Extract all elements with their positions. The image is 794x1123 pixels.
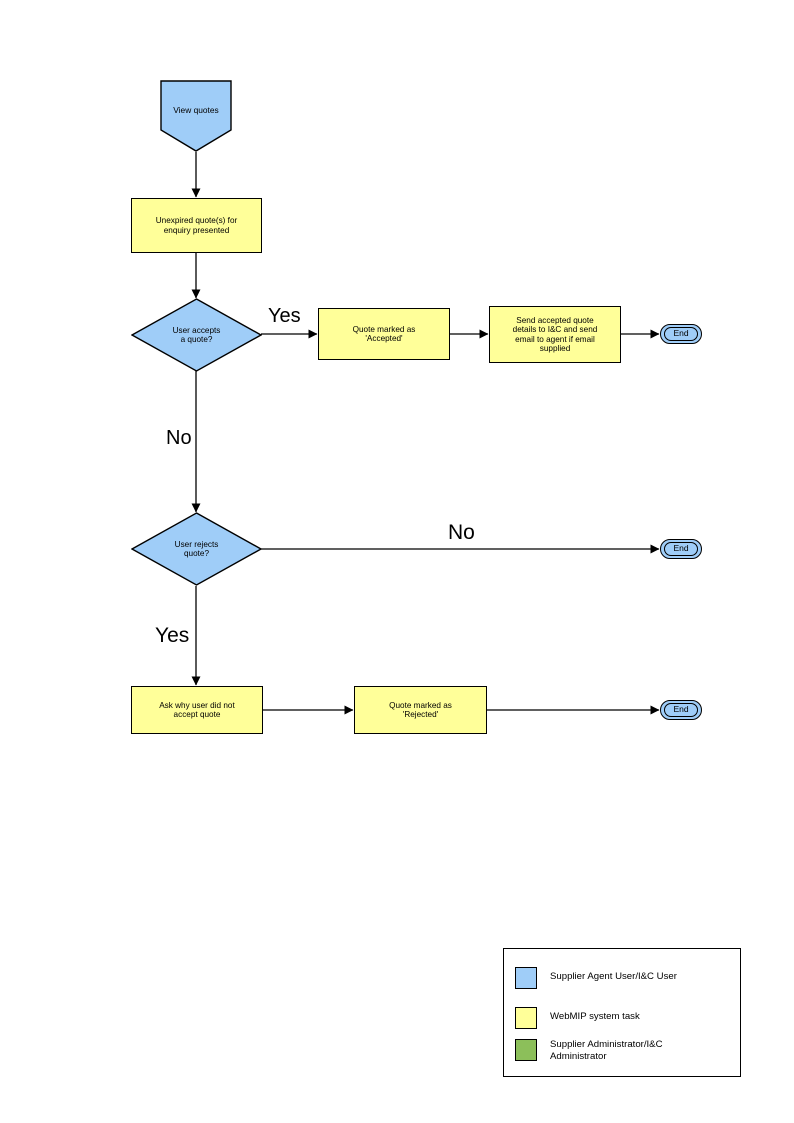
node-start-label: View quotes: [173, 105, 219, 115]
node-user-rejects-decision[interactable]: User rejects quote?: [130, 512, 263, 586]
pentagon-shape: [160, 80, 232, 152]
legend-swatch-supplier-administrator: [515, 1039, 537, 1061]
node-end-accepted[interactable]: End: [660, 324, 702, 344]
node-start-view-quotes[interactable]: View quotes: [160, 80, 232, 152]
legend-swatch-webmip-system-task: [515, 1007, 537, 1029]
node-quote-rejected[interactable]: Quote marked as 'Rejected': [354, 686, 487, 734]
legend-label-webmip-system-task: WebMIP system task: [550, 1011, 640, 1022]
edge-label-accepts-no: No: [166, 427, 192, 449]
node-end-rejected[interactable]: End: [660, 700, 702, 720]
node-ask-why-label: Ask why user did not accept quote: [159, 700, 235, 719]
node-end-no-reject-label: End: [673, 543, 689, 554]
node-ask-why[interactable]: Ask why user did not accept quote: [131, 686, 263, 734]
node-user-rejects-label: User rejects quote?: [174, 539, 219, 558]
node-quote-accepted[interactable]: Quote marked as 'Accepted': [318, 308, 450, 360]
legend-panel: Supplier Agent User/I&C User WebMIP syst…: [503, 948, 741, 1077]
legend-item-1: WebMIP system task: [515, 1007, 640, 1029]
legend-item-0: Supplier Agent User/I&C User: [515, 967, 677, 989]
node-user-accepts-label: User accepts a quote?: [172, 325, 221, 344]
diamond-shape: [130, 512, 263, 586]
node-send-details-label: Send accepted quote details to I&C and s…: [512, 316, 598, 353]
node-unexpired-quotes[interactable]: Unexpired quote(s) for enquiry presented: [131, 198, 262, 253]
edge-label-accepts-yes: Yes: [268, 305, 301, 327]
legend-label-supplier-agent-user: Supplier Agent User/I&C User: [550, 971, 677, 982]
legend-swatch-supplier-agent-user: [515, 967, 537, 989]
node-unexpired-quotes-label: Unexpired quote(s) for enquiry presented: [155, 216, 238, 235]
node-user-accepts-decision[interactable]: User accepts a quote?: [130, 298, 263, 372]
node-send-details[interactable]: Send accepted quote details to I&C and s…: [489, 306, 621, 363]
node-quote-accepted-label: Quote marked as 'Accepted': [352, 324, 416, 343]
node-quote-rejected-label: Quote marked as 'Rejected': [389, 700, 452, 719]
node-end-accepted-label: End: [673, 328, 689, 339]
node-end-rejected-label: End: [673, 704, 689, 715]
edge-label-rejects-yes: Yes: [155, 624, 190, 647]
node-end-no-reject[interactable]: End: [660, 539, 702, 559]
diamond-shape: [130, 298, 263, 372]
legend-label-supplier-administrator: Supplier Administrator/I&C Administrator: [550, 1039, 663, 1062]
edge-label-rejects-no: No: [448, 521, 475, 544]
legend-item-2: Supplier Administrator/I&C Administrator: [515, 1039, 663, 1063]
